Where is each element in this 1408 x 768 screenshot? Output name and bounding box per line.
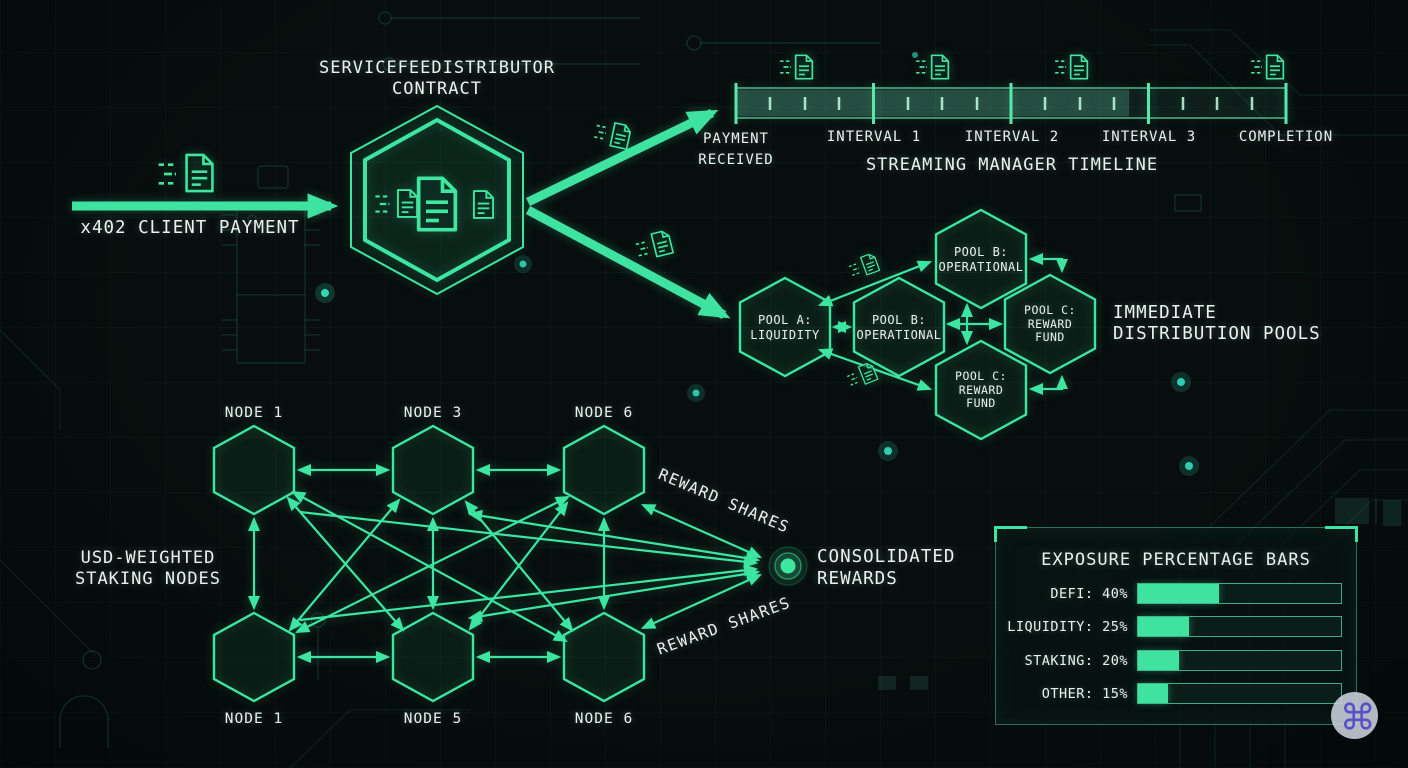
contract-title-line1: SERVICEFEEDISTRIBUTOR <box>319 58 555 78</box>
timeline-milestone-3: INTERVAL 3 <box>1101 129 1197 145</box>
exposure-title: EXPOSURE PERCENTAGE BARS <box>1041 550 1311 570</box>
panel-corner-bracket-right <box>1325 526 1358 542</box>
bar-fill-other <box>1138 684 1169 703</box>
pool-c-right-hexagon <box>1003 273 1097 375</box>
pool-document-icon-bottom <box>846 361 879 386</box>
bar-track-liquidity <box>1137 616 1342 637</box>
pool-b-center-label: POOL B:OPERATIONAL <box>856 313 942 342</box>
arrow-to-timeline <box>526 108 719 207</box>
node-label-top-3: NODE 6 <box>574 405 634 421</box>
bar-label-liquidity: LIQUIDITY: 25% <box>1007 618 1128 635</box>
watermark-logo: ⌘ <box>1331 692 1378 739</box>
streaming-timeline <box>734 54 1288 124</box>
node-label-bottom-2: NODE 5 <box>403 711 463 727</box>
timeline-title: STREAMING MANAGER TIMELINE <box>865 155 1159 175</box>
exposure-bar-row: LIQUIDITY: 25% <box>1006 616 1342 637</box>
bar-track-defi <box>1137 583 1342 604</box>
pool-b-center-hexagon <box>852 276 946 378</box>
pool-b-top-label: POOL B:OPERATIONAL <box>938 245 1024 274</box>
payment-document-icon <box>157 153 214 193</box>
timeline-milestone-1: INTERVAL 1 <box>826 129 922 145</box>
bar-fill-liquidity <box>1138 617 1189 636</box>
node-label-top-1: NODE 1 <box>224 405 284 421</box>
service-fee-distributor-hexagon <box>350 104 524 296</box>
payment-label: x402 CLIENT PAYMENT <box>80 218 300 238</box>
pool-document-icon-top <box>848 252 881 277</box>
command-glyph-icon: ⌘ <box>1334 697 1376 734</box>
pool-b-top-hexagon <box>934 208 1028 310</box>
timeline-milestone-4: COMPLETION <box>1238 129 1334 145</box>
node-hexagon-bottom-1 <box>212 611 296 703</box>
stream-document-icon-bottom <box>634 229 674 258</box>
exposure-panel: EXPOSURE PERCENTAGE BARS DEFI: 40% LIQUI… <box>994 526 1358 725</box>
distribution-pools <box>738 208 1097 441</box>
exposure-bar-row: STAKING: 20% <box>1006 650 1342 671</box>
node-label-bottom-3: NODE 6 <box>574 711 634 727</box>
pool-c-bottom-hexagon <box>934 339 1028 441</box>
timeline-milestone-2: INTERVAL 2 <box>964 129 1060 145</box>
timeline-milestone-0: PAYMENT RECEIVED <box>698 131 774 168</box>
bar-track-other <box>1137 683 1342 704</box>
glow-dots <box>315 52 1199 476</box>
arrow-to-pools <box>525 206 731 319</box>
bar-fill-staking <box>1138 651 1179 670</box>
node-hexagon-bottom-2 <box>391 611 475 703</box>
stream-document-icon-top <box>593 122 633 151</box>
node-label-top-2: NODE 3 <box>403 405 463 421</box>
staking-network <box>212 424 763 703</box>
exposure-bar-row: DEFI: 40% <box>1006 583 1342 604</box>
timeline-progress-fill <box>737 89 1129 117</box>
node-hexagon-top-2 <box>391 424 475 516</box>
bar-label-other: OTHER: 15% <box>1041 685 1128 702</box>
node-hexagon-top-3 <box>562 424 646 516</box>
timeline-document-icons <box>779 54 1285 80</box>
bar-fill-defi <box>1138 584 1220 603</box>
exposure-bar-row: OTHER: 15% <box>1006 683 1342 704</box>
pool-a-label: POOL A:LIQUIDITY <box>750 313 820 342</box>
timeline-minor-ticks <box>768 97 1254 110</box>
contract-title-line2: CONTRACT <box>392 79 482 99</box>
timeline-major-ticks <box>734 83 1288 124</box>
node-label-bottom-1: NODE 1 <box>224 711 284 727</box>
bar-label-staking: STAKING: 20% <box>1024 652 1128 669</box>
node-hexagon-top-1 <box>212 424 296 516</box>
node-hexagon-bottom-3 <box>562 611 646 703</box>
bar-track-staking <box>1137 650 1342 671</box>
consolidated-rewards-marker <box>768 546 808 586</box>
bar-label-defi: DEFI: 40% <box>1050 585 1128 602</box>
traces-bottom-left <box>0 329 928 768</box>
panel-corner-bracket-left <box>994 526 1027 542</box>
pool-a-hexagon <box>738 276 832 378</box>
